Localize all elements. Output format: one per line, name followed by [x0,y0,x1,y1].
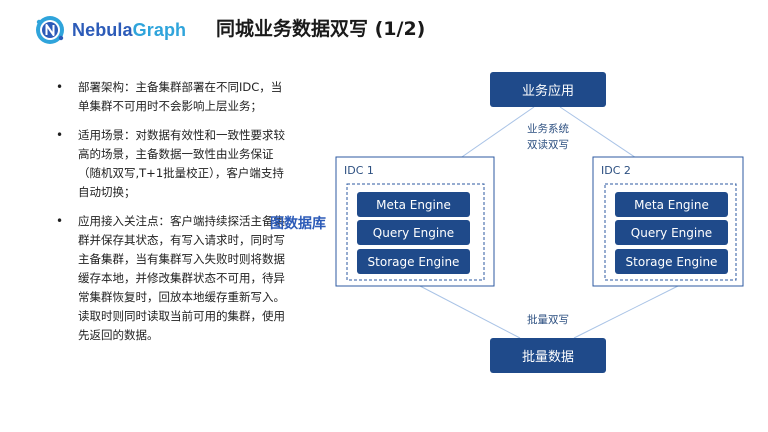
batch-data-label: 批量数据 [522,350,574,365]
bullet-item: • 部署架构：主备集群部署在不同IDC，当单集群不可用时不会影响上层业务； [56,78,288,116]
bullet-text: 应用接入关注点：客户端持续探活主备集群并保存其状态，有写入请求时，同时写主备集群… [78,214,285,342]
bullet-dot-icon: • [56,214,64,228]
logo-text: NebulaGraph [72,20,186,41]
bullet-dot-icon: • [56,80,64,94]
page-title: 同城业务数据双写 (1/2) [216,18,426,40]
business-app-box [490,72,606,107]
logo-text-nebula: Nebula [72,19,133,40]
business-app-label: 业务应用 [522,83,574,99]
logo-text-graph: Graph [132,19,187,40]
idc2-storage-engine-box [615,249,728,274]
nebula-graph-logo: NebulaGraph [34,12,186,48]
idc2-meta-engine-box [615,192,728,217]
bullet-list: • 部署架构：主备集群部署在不同IDC，当单集群不可用时不会影响上层业务； • … [56,78,288,355]
bullet-item: • 适用场景：对数据有效性和一致性要求较高的场景，主备数据一致性由业务保证（随机… [56,126,288,202]
connector-line [419,285,521,339]
idc1-engine-group [346,183,485,281]
nebula-logo-icon [36,16,64,44]
idc2-meta-engine-label: Meta Engine [634,198,709,212]
idc2-label: IDC 2 [601,164,631,177]
idc1-storage-engine-box [357,249,470,274]
idc2-query-engine-box [615,220,728,245]
idc2-storage-engine-label: Storage Engine [626,255,718,269]
bullet-item: • 应用接入关注点：客户端持续探活主备集群并保存其状态，有写入请求时，同时写主备… [56,212,288,345]
batch-data-box [490,338,606,373]
bullet-text: 适用场景：对数据有效性和一致性要求较高的场景，主备数据一致性由业务保证（随机双写… [78,128,285,199]
dual-write-label-line2: 双读双写 [527,138,569,151]
idc1-meta-engine-label: Meta Engine [376,198,451,212]
batch-write-label: 批量双写 [527,313,569,326]
dual-write-label-line1: 业务系统 [527,122,569,135]
bullet-dot-icon: • [56,128,64,142]
idc1-query-engine-label: Query Engine [373,226,454,240]
idc1-label: IDC 1 [344,164,374,177]
idc2-query-engine-label: Query Engine [631,226,712,240]
graph-database-label: 图数据库 [270,215,326,232]
idc1-storage-engine-label: Storage Engine [368,255,460,269]
bullet-text: 部署架构：主备集群部署在不同IDC，当单集群不可用时不会影响上层业务； [78,80,283,113]
idc2-engine-group [604,183,737,281]
idc1-meta-engine-box [357,192,470,217]
connector-line [573,285,679,339]
idc1-query-engine-box [357,220,470,245]
